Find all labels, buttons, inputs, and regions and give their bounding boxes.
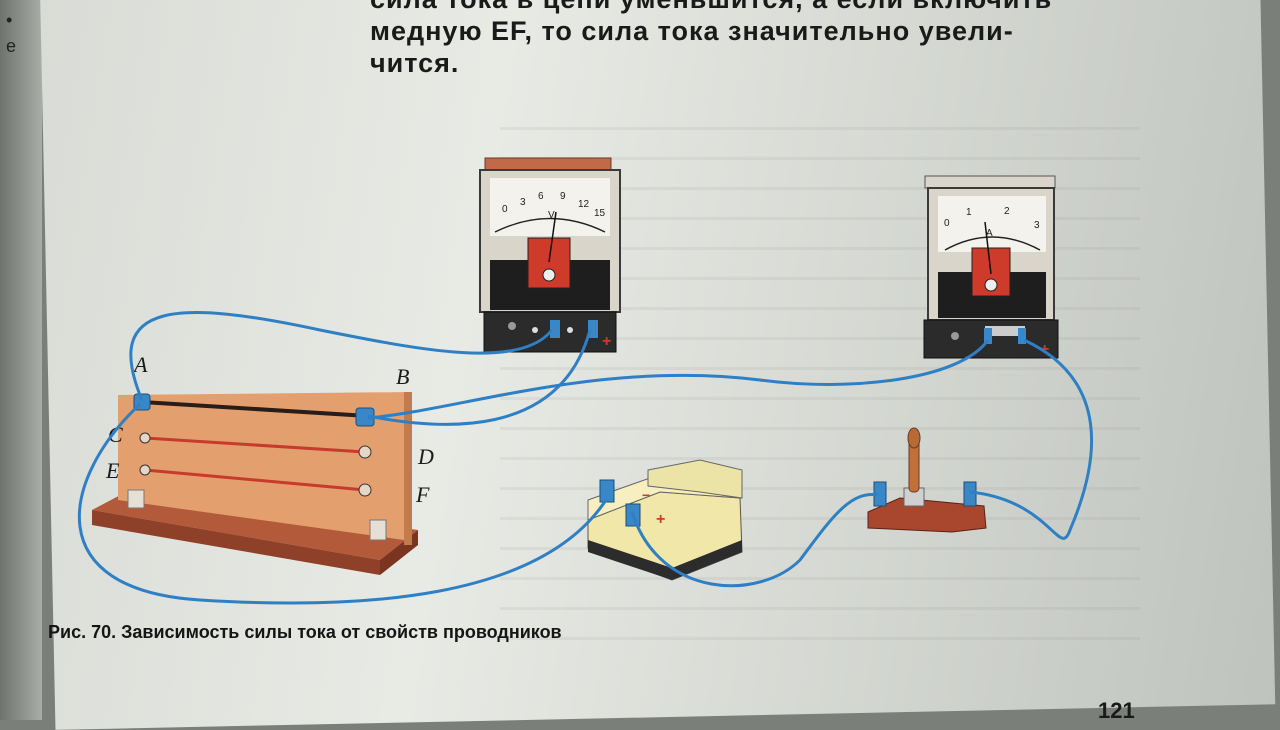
text-line-1: медную EF, то сила тока значительно увел… [370, 16, 1014, 46]
page-number: 121 [1098, 698, 1135, 723]
voltmeter: 0 3 6 9 12 15 V + [479, 157, 621, 353]
label-E: E [105, 458, 120, 483]
ammeter: 0 1 2 3 A + [923, 175, 1059, 359]
supply-plus: + [656, 511, 665, 528]
voltmeter-unit: V [548, 210, 555, 221]
resistance-board [92, 392, 418, 575]
knife-switch [867, 427, 987, 533]
text-line-2: чится. [370, 48, 460, 78]
label-B: B [396, 364, 409, 389]
voltmeter-tick-12: 12 [578, 199, 590, 210]
voltmeter-tick-6: 6 [538, 191, 544, 202]
supply-minus: − [642, 487, 650, 503]
power-supply: − + [587, 459, 743, 581]
voltmeter-plus: + [602, 333, 611, 350]
voltmeter-tick-15: 15 [594, 208, 606, 219]
label-A: A [132, 352, 148, 377]
text-line-0: сила тока в цепи уменьшится, а если вклю… [370, 0, 1052, 14]
letter-mark: е [6, 36, 17, 56]
label-F: F [415, 482, 430, 507]
caption-prefix: Рис. 70. [48, 622, 117, 642]
ammeter-tick-3: 3 [1034, 220, 1040, 231]
adjacent-page-edge: • е [0, 0, 42, 720]
ammeter-unit: A [986, 228, 993, 239]
ammeter-tick-0: 0 [944, 218, 950, 229]
caption-text: Зависимость силы тока от свойств проводн… [121, 622, 562, 642]
wire-EF [144, 468, 366, 492]
figure-caption: Рис. 70. Зависимость силы тока от свойст… [48, 622, 562, 643]
dot-mark: • [6, 10, 13, 30]
label-D: D [417, 444, 434, 469]
connecting-wires [77, 311, 1094, 605]
voltmeter-tick-9: 9 [560, 191, 566, 202]
wire-AB [141, 400, 369, 418]
ammeter-tick-1: 1 [966, 207, 972, 218]
ammeter-tick-2: 2 [1004, 206, 1010, 217]
wire-CD [144, 436, 366, 454]
voltmeter-tick-3: 3 [520, 197, 526, 208]
ammeter-plus: + [1040, 341, 1049, 358]
voltmeter-tick-0: 0 [502, 204, 508, 215]
